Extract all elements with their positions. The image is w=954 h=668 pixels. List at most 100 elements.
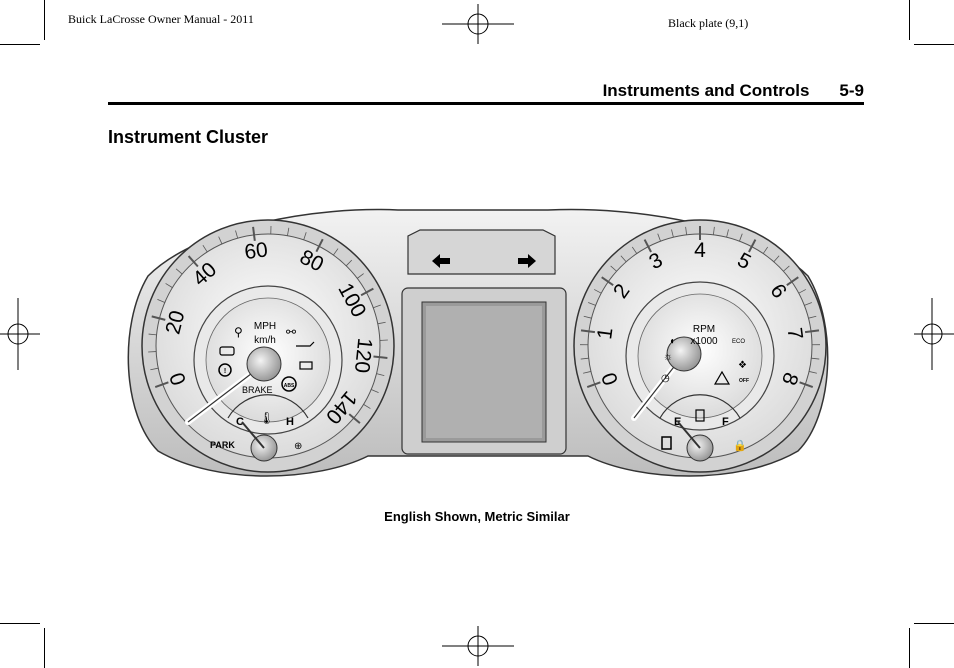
minor-tick (377, 321, 386, 325)
park-label: PARK (210, 440, 235, 450)
crop-mark (909, 0, 910, 40)
left-turn-arrow-icon (432, 254, 450, 268)
minor-tick (345, 259, 353, 267)
section-header: Instruments and Controls 5-9 (603, 81, 864, 101)
minor-tick (333, 248, 339, 256)
minor-tick (808, 315, 817, 319)
svg-text:!: ! (224, 368, 226, 375)
tacho-units-bottom: x1000 (690, 336, 718, 347)
svg-text:ABS: ABS (284, 383, 295, 389)
service-warning-icon (713, 370, 731, 385)
minor-tick (371, 389, 379, 393)
parking-brake-icon: ⊕ (294, 441, 302, 452)
major-tick (643, 239, 652, 253)
temp-hot-label: H (286, 416, 294, 428)
fuel-gauge-arc (659, 394, 741, 419)
stability-control-icon: ❖ (738, 360, 747, 371)
minor-tick (150, 367, 159, 371)
major-tick (252, 226, 256, 241)
registration-mark-left (0, 298, 40, 370)
minor-tick (376, 373, 385, 376)
minor-tick (762, 246, 769, 254)
major-tick (360, 287, 374, 297)
section-name: Instruments and Controls (602, 81, 810, 100)
tacho-units-top: RPM (693, 324, 715, 335)
major-tick (580, 329, 596, 334)
major-tick (799, 381, 814, 388)
minor-tick (811, 357, 820, 360)
minor-tick (783, 265, 790, 272)
dial-number: 4 (694, 239, 706, 262)
abs-warning-icon (281, 376, 297, 392)
header-rule (108, 102, 864, 105)
crop-mark (914, 44, 954, 45)
dial-number: 1 (593, 326, 617, 341)
minor-tick (773, 255, 780, 263)
major-tick (315, 238, 324, 253)
coolant-temp-icon: 🌡 (259, 411, 274, 425)
seatbelt-icon: ⚲ (234, 325, 243, 339)
minor-tick (373, 304, 381, 309)
crop-mark (0, 44, 40, 45)
page-number: 5-9 (839, 81, 864, 100)
minor-tick (287, 227, 290, 236)
oil-pressure-icon (296, 341, 315, 347)
manual-title: Buick LaCrosse Owner Manual - 2011 (68, 12, 254, 26)
minor-tick (657, 233, 661, 242)
plate-label: Black plate (9,1) (668, 16, 749, 30)
minor-tick (148, 333, 157, 336)
check-engine-icon (219, 346, 235, 356)
minor-tick (739, 233, 743, 242)
page-title: Instrument Cluster (108, 127, 269, 147)
major-tick (601, 276, 614, 287)
crop-mark (44, 0, 45, 40)
speedometer-hub (246, 346, 282, 382)
turn-signal-pod (407, 229, 556, 275)
crop-mark (914, 623, 954, 624)
fuel-full-label: F (722, 416, 729, 428)
speedo-units-bottom: km/h (254, 335, 276, 346)
minor-tick (804, 302, 812, 306)
figure-caption: English Shown, Metric Similar (384, 509, 570, 524)
minor-tick (808, 371, 817, 374)
major-tick (804, 329, 820, 334)
minor-tick (165, 283, 173, 288)
eco-label: ECO (732, 339, 745, 345)
crop-mark (0, 623, 40, 624)
minor-tick (713, 226, 715, 235)
minor-tick (583, 315, 592, 319)
registration-mark-bottom (442, 626, 514, 666)
minor-tick (235, 230, 239, 239)
minor-tick (798, 289, 807, 294)
minor-tick (588, 302, 596, 306)
minor-tick (726, 229, 729, 238)
dial-number: 20 (161, 308, 189, 336)
minor-tick (583, 371, 592, 374)
crop-mark (909, 628, 910, 668)
dial-number: 60 (243, 238, 269, 264)
temp-cold-label: C (236, 416, 244, 428)
fuel-empty-label: E (674, 416, 681, 428)
major-tick (373, 355, 388, 359)
minor-tick (357, 273, 364, 279)
low-fuel-icon (661, 436, 672, 450)
major-tick (187, 255, 199, 268)
minor-tick (157, 299, 165, 303)
airbag-icon: ⚯ (286, 325, 296, 339)
high-beam-icon: ◐ (670, 336, 676, 347)
major-tick (154, 381, 169, 388)
dial-number: 7 (783, 326, 807, 341)
minor-tick (303, 232, 307, 240)
minor-tick (202, 244, 208, 253)
major-tick (586, 381, 601, 388)
major-tick (348, 413, 361, 424)
temp-needle (241, 421, 265, 449)
major-tick (748, 239, 757, 253)
speedo-units-top: MPH (254, 321, 276, 332)
fuel-needle (677, 421, 701, 449)
dial-number: 120 (350, 337, 376, 374)
minor-tick (610, 265, 617, 272)
crop-mark (44, 628, 45, 668)
